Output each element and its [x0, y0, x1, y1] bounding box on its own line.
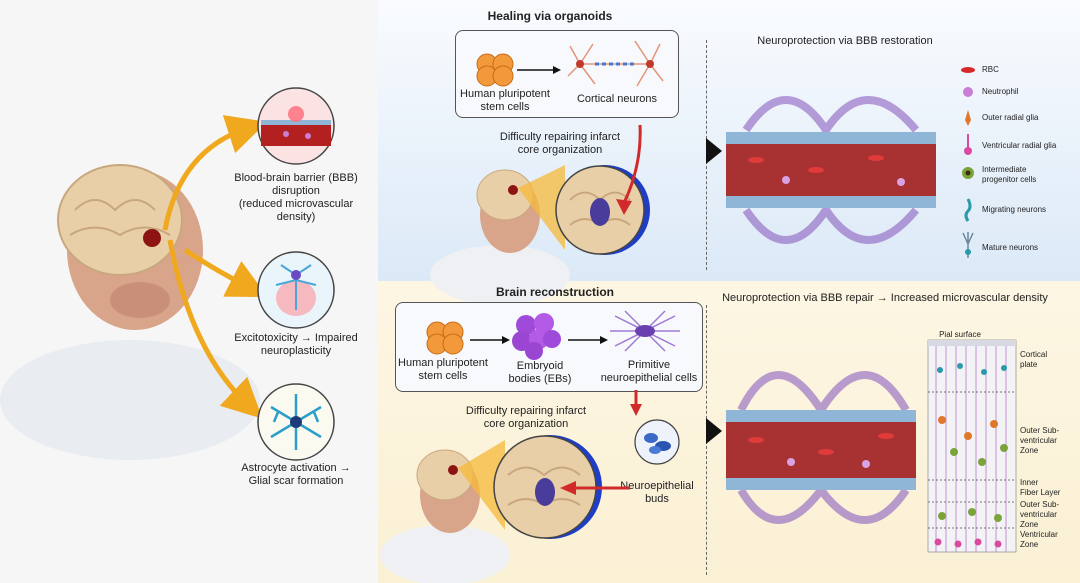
top-section-title: Healing via organoids	[487, 9, 613, 23]
neuroepithelial-buds-label: Neuroepithelial buds	[620, 480, 694, 505]
legend-migrating-neurons: Migrating neurons	[982, 205, 1047, 214]
left-arrows	[162, 115, 268, 419]
excitotoxicity-circle	[257, 251, 335, 329]
bottom-bbb-vessel	[726, 371, 916, 524]
layer-outer-svz-lower: Outer Sub- ventricular Zone	[1020, 500, 1060, 529]
astrocyte-circle	[257, 383, 335, 461]
rbc-icon	[961, 67, 975, 73]
embryoid-bodies-image	[512, 313, 561, 360]
neutrophil-icon	[963, 87, 973, 97]
top-patient-illustration	[430, 165, 650, 305]
layer-ventricular-zone: Ventricular Zone	[1020, 530, 1058, 549]
top-chevron-icon	[706, 138, 722, 164]
outer-radial-glia-icon	[965, 110, 971, 126]
bottom-difficulty-label: Difficulty repairing infarct core organi…	[465, 405, 587, 430]
bottom-red-arrow-left	[560, 481, 630, 495]
legend-mature-neurons: Mature neurons	[982, 243, 1039, 252]
top-stem-cells-label: Human pluripotent stem cells	[460, 88, 550, 113]
legend-intermediate-progenitor: Intermediate progenitor cells	[982, 165, 1037, 184]
top-protocol-box	[455, 30, 679, 118]
excitotoxicity-label: Excitotoxicity → Impaired neuroplasticit…	[234, 332, 358, 357]
pial-surface-label: Pial surface	[939, 330, 981, 339]
primitive-neuroepithelial-image	[610, 310, 680, 352]
cortical-layers-image	[927, 339, 1017, 553]
bottom-stem-cells-cluster	[426, 321, 464, 355]
arrow-right-icon	[470, 336, 510, 344]
bottom-section-title: Brain reconstruction	[495, 285, 615, 299]
layer-inner-fiber: Inner Fiber Layer	[1020, 478, 1061, 497]
cortical-neurons-image	[567, 40, 664, 87]
bottom-patient-illustration	[380, 435, 602, 583]
bottom-stem-cells-label: Human pluripotent stem cells	[398, 357, 488, 382]
layer-outer-svz-upper: Outer Sub- ventricular Zone	[1020, 426, 1060, 455]
layer-cortical-plate: Cortical plate	[1020, 350, 1048, 369]
bbb-disruption-label: Blood-brain barrier (BBB) disruption (re…	[234, 172, 358, 223]
top-red-arrow	[616, 124, 642, 215]
top-right-title: Neuroprotection via BBB restoration	[757, 35, 933, 47]
top-bbb-vessel	[726, 96, 936, 244]
bbb-disruption-circle	[257, 87, 335, 165]
mature-neuron-icon	[962, 232, 974, 258]
legend-neutrophil: Neutrophil	[982, 87, 1019, 96]
bottom-red-arrow-down	[630, 390, 642, 416]
intermediate-progenitor-icon	[962, 167, 974, 179]
embryoid-bodies-label: Embryoid bodies (EBs)	[508, 360, 572, 385]
arrow-right-icon	[568, 336, 608, 344]
primitive-neuroepithelial-label: Primitive neuroepithelial cells	[600, 359, 698, 384]
top-difficulty-label: Difficulty repairing infarct core organi…	[499, 131, 621, 156]
arrow-right-icon	[517, 66, 561, 74]
bottom-right-title: Neuroprotection via BBB repair → Increas…	[722, 292, 1048, 304]
legend-outer-radial-glia: Outer radial glia	[982, 113, 1039, 122]
migrating-neuron-icon	[964, 198, 972, 222]
cortical-neurons-label: Cortical neurons	[576, 93, 658, 105]
bottom-chevron-icon	[706, 418, 722, 444]
neuroepithelial-buds-image	[634, 419, 680, 465]
legend-rbc: RBC	[982, 65, 999, 74]
patient-illustration	[0, 164, 260, 460]
ventricular-radial-glia-icon	[964, 134, 972, 155]
stem-cells-cluster	[476, 53, 514, 87]
legend-ventricular-radial-glia: Ventricular radial glia	[982, 141, 1057, 150]
astrocyte-label: Astrocyte activation → Glial scar format…	[241, 462, 351, 487]
